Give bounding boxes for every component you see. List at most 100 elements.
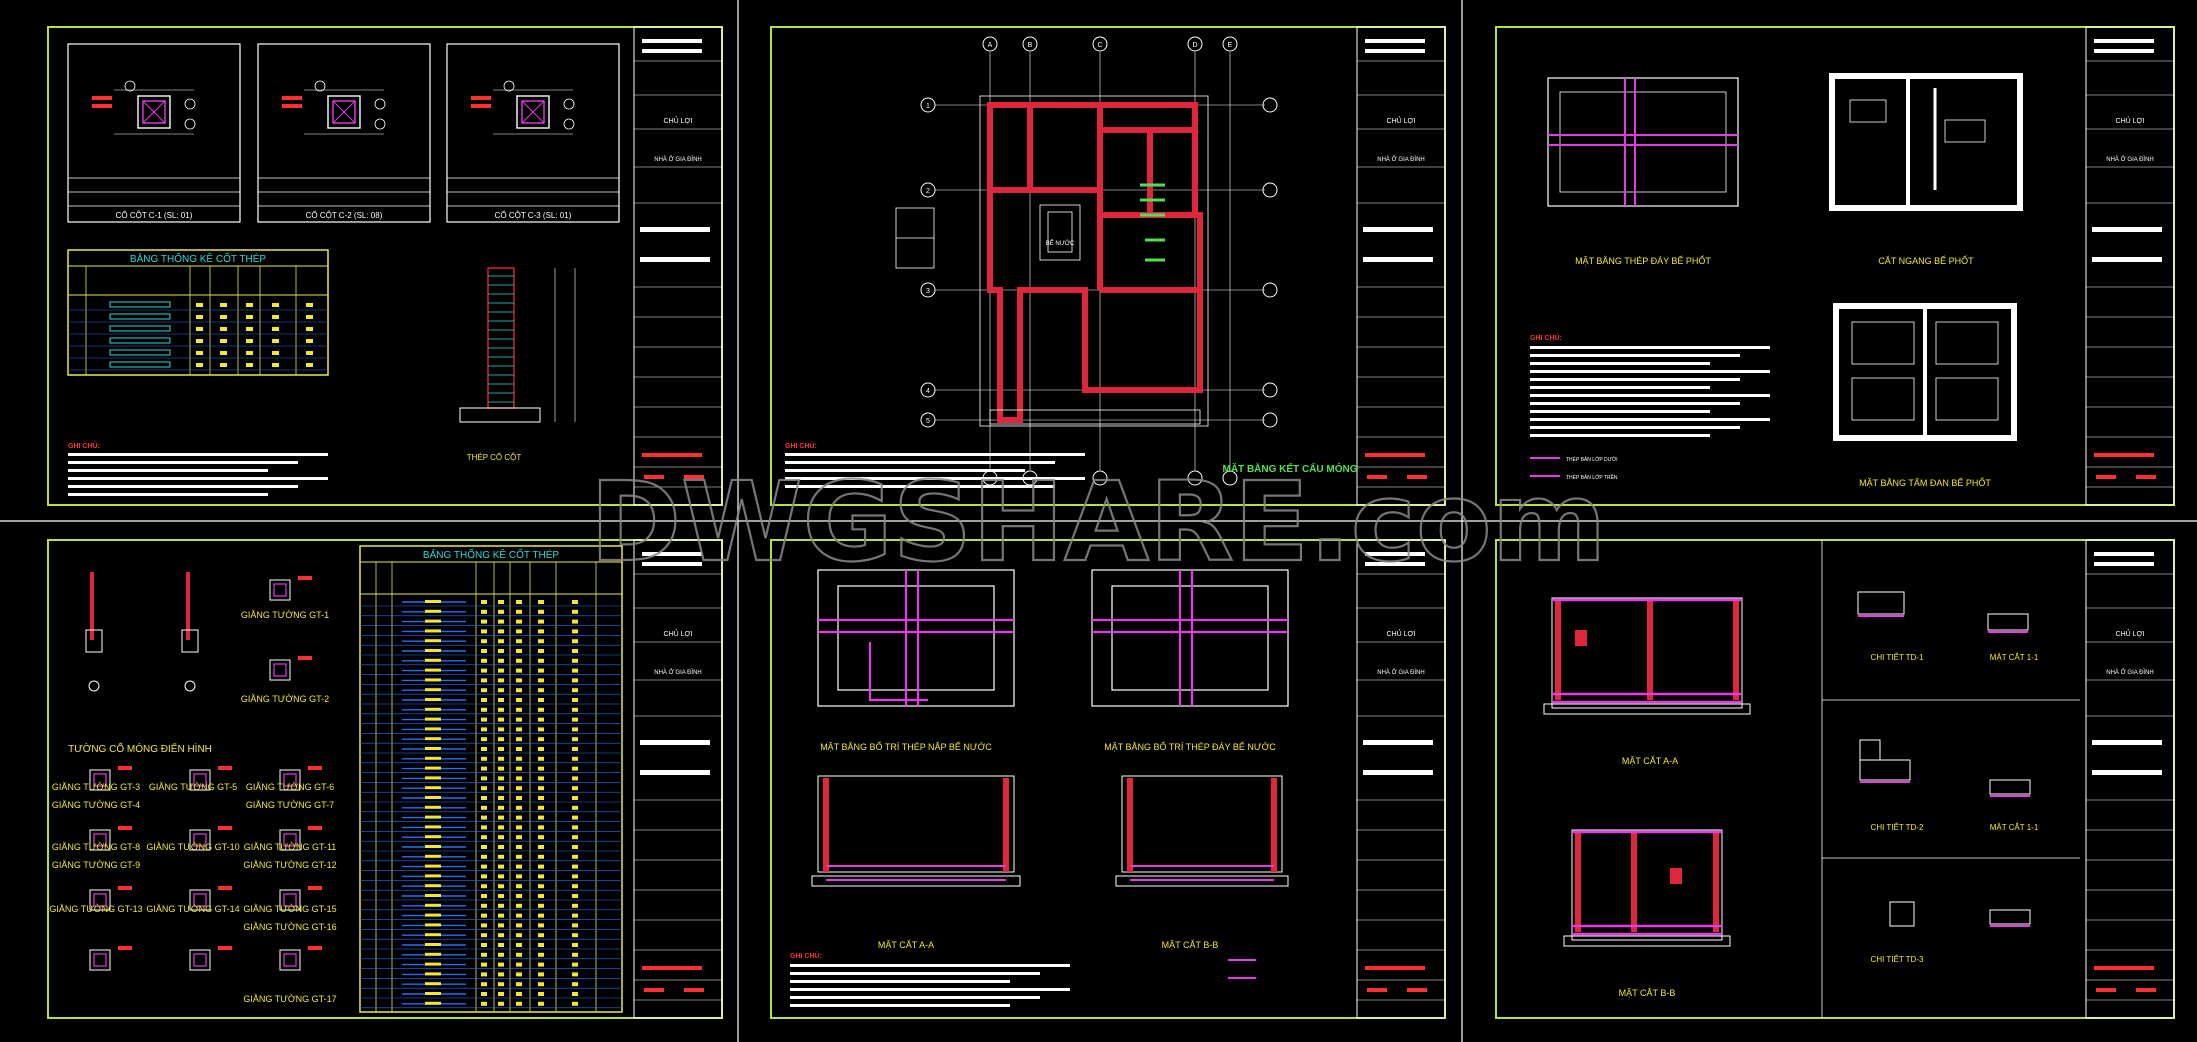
table-cell-value bbox=[572, 854, 578, 859]
note-line bbox=[1530, 394, 1770, 397]
table-cell-value bbox=[498, 747, 504, 751]
sheet-5-water-tank: MẶT BẰNG BỐ TRÍ THÉP NẮP BỂ NƯỚC MẶT BẰN… bbox=[790, 569, 1289, 1007]
callout-bubble bbox=[184, 118, 196, 130]
table-cell-value bbox=[425, 600, 441, 603]
title-block-sheet-no bbox=[1367, 988, 1387, 992]
title-block-sheet-no bbox=[1367, 475, 1387, 479]
beam-stirrup bbox=[193, 953, 207, 967]
title-block-bar bbox=[640, 740, 710, 745]
table-cell-value bbox=[498, 854, 504, 859]
table-cell-value bbox=[498, 815, 504, 820]
title-block-owner: CHỦ LỢI bbox=[664, 116, 693, 125]
note-line bbox=[785, 469, 1025, 472]
table-cell-value bbox=[516, 776, 522, 781]
grid-bubble-left bbox=[920, 382, 936, 398]
grid-bubble-right bbox=[1262, 282, 1278, 298]
table-cell-value bbox=[498, 688, 504, 693]
sheet-6-septic-sections: MẶT CẮT A-A MẶT CẮT B-B CHI T bbox=[1543, 540, 2080, 1018]
title-block-bar bbox=[2092, 257, 2162, 262]
table-cell-value bbox=[425, 845, 441, 848]
table-cell-value bbox=[272, 315, 279, 319]
grid-bubble-top bbox=[1222, 36, 1238, 52]
table-cell-value bbox=[538, 796, 544, 800]
table-cell-value bbox=[481, 943, 487, 947]
table-cell-value bbox=[498, 805, 504, 810]
table-cell-value bbox=[498, 796, 504, 800]
beam-section bbox=[89, 769, 111, 791]
note-line bbox=[1530, 346, 1770, 349]
callout-label bbox=[218, 886, 232, 890]
callout-bubble bbox=[314, 80, 326, 92]
wall-beam-label: GIẰNG TƯỜNG GT-6 bbox=[246, 782, 334, 792]
beam-section bbox=[189, 769, 211, 791]
sheet-1-column-details: CỔ CỘT C-1 (SL: 01) CỔ CỘT C-2 (SL: 08) … bbox=[67, 43, 620, 496]
table-cell-value bbox=[572, 962, 578, 967]
table-cell-value bbox=[498, 992, 504, 996]
table-cell-value bbox=[498, 756, 504, 761]
table-cell-value bbox=[481, 609, 487, 614]
table-cell-value bbox=[538, 933, 544, 938]
beam-section bbox=[189, 829, 211, 851]
table-cell-value bbox=[481, 737, 487, 742]
title-block-bar bbox=[2094, 49, 2154, 53]
title-block-bar bbox=[1363, 740, 1433, 745]
callout-label bbox=[92, 104, 112, 108]
note-line bbox=[790, 972, 1040, 975]
callout-label bbox=[218, 946, 232, 950]
beam-section bbox=[89, 949, 111, 971]
table-cell-value bbox=[306, 339, 313, 343]
table-cell-value bbox=[516, 727, 522, 732]
table-cell-value bbox=[516, 933, 522, 938]
table-cell-value bbox=[516, 609, 522, 614]
table-cell-value bbox=[481, 972, 487, 977]
septic-cover-plan-label: MẶT BẰNG TẤM ĐAN BỂ PHỐT bbox=[1859, 477, 1991, 488]
table-cell-value bbox=[425, 923, 441, 927]
column-c3-label: CỔ CỘT C-3 (SL: 01) bbox=[495, 211, 572, 220]
table-cell-value bbox=[425, 707, 441, 711]
title-block-sheet-code bbox=[2136, 475, 2156, 479]
callout-bubble bbox=[374, 118, 386, 130]
note-line bbox=[785, 477, 1085, 480]
title-block-sheet-name bbox=[1365, 453, 1425, 457]
table-cell-value bbox=[425, 678, 441, 682]
wall-beam-label: GIẰNG TƯỜNG GT-12 bbox=[243, 860, 336, 870]
table-cell-value bbox=[516, 972, 522, 977]
grid-bubble-right bbox=[1262, 182, 1278, 198]
title-block-bar bbox=[2094, 562, 2154, 566]
callout-label bbox=[308, 766, 322, 770]
table-cell-value bbox=[481, 707, 487, 712]
rebar-table-1-title: BẢNG THỐNG KÊ CỐT THÉP bbox=[130, 251, 266, 265]
grid-label: D bbox=[1192, 42, 1197, 49]
table-cell-value bbox=[425, 649, 441, 652]
title-block-bar bbox=[642, 49, 702, 53]
table-cell-value bbox=[196, 315, 203, 319]
table-cell-value bbox=[498, 717, 504, 722]
title-block-sheet-no bbox=[644, 988, 664, 992]
table-cell-value bbox=[516, 825, 522, 830]
beam-section bbox=[279, 949, 301, 971]
beam-section bbox=[189, 949, 211, 971]
title-block-bar bbox=[1365, 552, 1425, 556]
title-block-sheet-no bbox=[2096, 988, 2116, 992]
table-cell-value bbox=[481, 874, 487, 879]
tank-cover-rebar-plan-label: MẶT BẰNG BỐ TRÍ THÉP NẮP BỂ NƯỚC bbox=[820, 741, 992, 752]
table-cell-value bbox=[481, 776, 487, 781]
table-cell-value bbox=[572, 698, 578, 702]
table-cell-value bbox=[538, 884, 544, 889]
table-cell-value bbox=[481, 923, 487, 928]
table-cell-value bbox=[572, 649, 578, 653]
sheet-4-wall-beams: TƯỜNG CỔ MÓNG ĐIỂN HÌNH GIẰNG TƯỜNG GT-1… bbox=[49, 545, 623, 1013]
table-cell-value bbox=[538, 698, 544, 702]
table-cell-value bbox=[516, 952, 522, 957]
table-cell-value bbox=[516, 756, 522, 761]
table-cell-value bbox=[516, 962, 522, 967]
table-cell-value bbox=[481, 649, 487, 653]
table-cell-value bbox=[516, 884, 522, 889]
title-block-sheet-code bbox=[684, 988, 704, 992]
table-cell-value bbox=[425, 756, 441, 760]
table-cell-value bbox=[481, 805, 487, 810]
